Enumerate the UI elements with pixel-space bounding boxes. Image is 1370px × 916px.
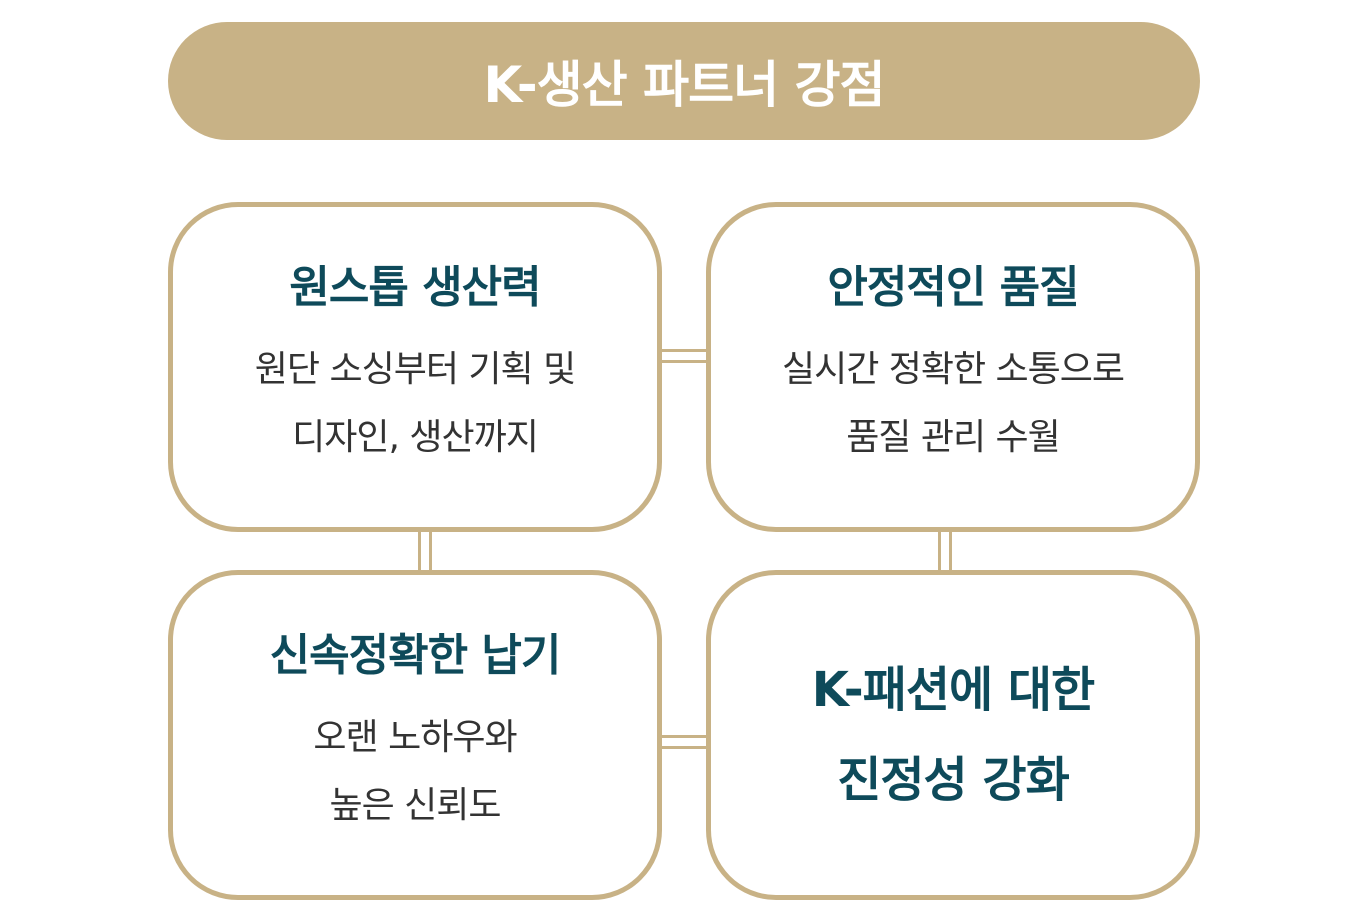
card-description: 실시간 정확한 소통으로 품질 관리 수월 — [781, 336, 1125, 472]
card-stable-quality: 안정적인 품질 실시간 정확한 소통으로 품질 관리 수월 — [706, 202, 1200, 532]
card-description-line: 디자인, 생산까지 — [292, 417, 539, 459]
connector-right-vertical — [938, 532, 952, 570]
card-description-line: 오랜 노하우와 — [313, 717, 517, 759]
connector-left-vertical — [418, 532, 432, 570]
card-description-line: 품질 관리 수월 — [846, 417, 1061, 459]
card-description-line: 높은 신뢰도 — [329, 785, 501, 827]
card-fast-delivery: 신속정확한 납기 오랜 노하우와 높은 신뢰도 — [168, 570, 662, 900]
card-description-line: 실시간 정확한 소통으로 — [781, 349, 1125, 391]
connector-bottom-horizontal — [662, 735, 706, 749]
card-title-line: 진정성 강화 — [837, 752, 1070, 808]
card-description: 오랜 노하우와 높은 신뢰도 — [313, 704, 517, 840]
connector-top-horizontal — [662, 349, 706, 363]
card-k-fashion-authenticity: K-패션에 대한 진정성 강화 — [706, 570, 1200, 900]
card-description-line: 원단 소싱부터 기획 및 — [254, 349, 576, 391]
card-title: 안정적인 품질 — [827, 261, 1079, 313]
header-banner: K-생산 파트너 강점 — [168, 22, 1200, 140]
card-title: 신속정확한 납기 — [269, 629, 562, 681]
card-description: 원단 소싱부터 기획 및 디자인, 생산까지 — [254, 336, 576, 472]
page-title: K-생산 파트너 강점 — [483, 56, 886, 114]
card-title: 원스톱 생산력 — [289, 261, 541, 313]
card-title-line: K-패션에 대한 — [811, 662, 1095, 718]
card-one-stop-production: 원스톱 생산력 원단 소싱부터 기획 및 디자인, 생산까지 — [168, 202, 662, 532]
